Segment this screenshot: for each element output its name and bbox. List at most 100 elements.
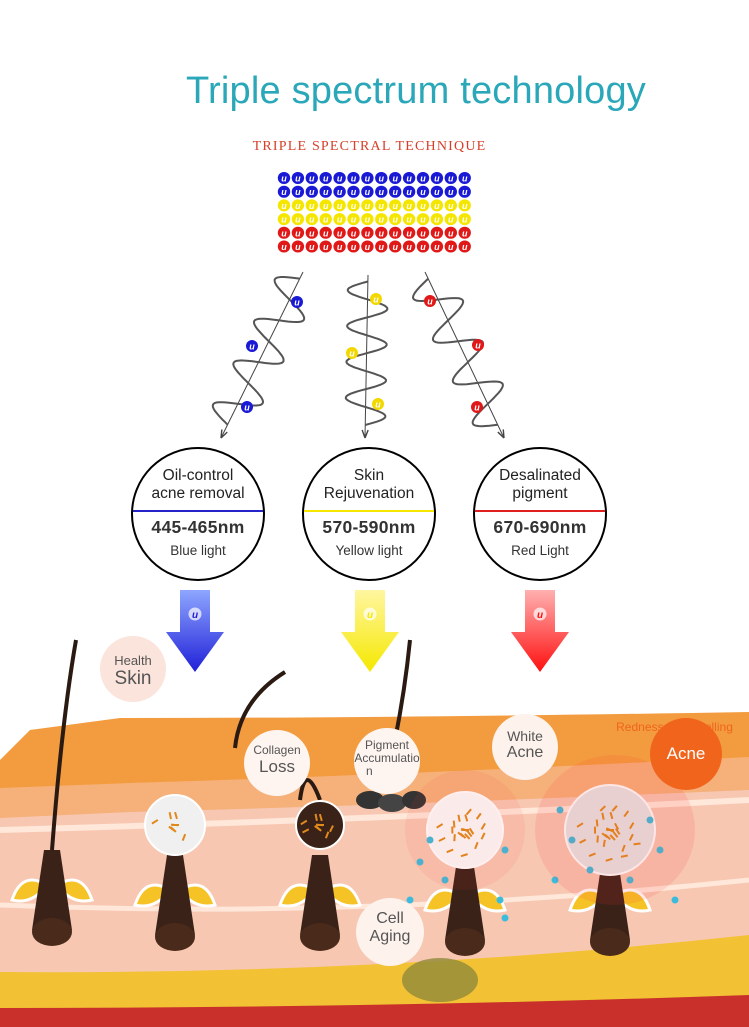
label-cell-aging: Cell Aging [356, 898, 424, 966]
chip-icon [277, 199, 291, 212]
svg-text:u: u [309, 242, 315, 252]
svg-text:u: u [420, 187, 426, 197]
svg-text:u: u [351, 174, 357, 184]
down-arrow-icon [166, 590, 224, 672]
chip-icon [347, 240, 360, 253]
label-white-acne: White Acne [492, 714, 558, 780]
svg-text:u: u [420, 215, 426, 225]
light-particle-icon [472, 339, 484, 351]
chip-icon [430, 240, 444, 253]
chip-icon [347, 226, 360, 239]
svg-text:u: u [295, 215, 301, 225]
light-name: Oil-control [162, 467, 234, 484]
svg-text:u: u [379, 187, 385, 197]
chip-icon [430, 185, 444, 198]
chip-icon [277, 185, 291, 198]
chip-icon [416, 185, 430, 198]
chip-icon [430, 226, 444, 239]
label-redness-acne: Acne [650, 718, 722, 790]
chip-icon [277, 226, 291, 239]
wavelength: 570-590nm [322, 517, 416, 537]
chip-icon [389, 226, 402, 239]
chip-icon [291, 199, 305, 212]
svg-text:u: u [337, 215, 343, 225]
chip-icon [389, 199, 402, 212]
chip-icon [444, 226, 457, 239]
chip-icon [277, 240, 291, 253]
svg-text:u: u [323, 215, 329, 225]
wavelength: 670-690nm [493, 517, 587, 537]
svg-text:u: u [323, 187, 329, 197]
svg-text:u: u [281, 215, 287, 225]
svg-text:u: u [392, 215, 398, 225]
chip-icon [347, 199, 360, 212]
light-particle-icon [471, 401, 483, 413]
svg-text:u: u [309, 201, 315, 211]
light-name: Desalinated [499, 467, 581, 484]
chip-icon [458, 226, 471, 239]
pigment-spots [356, 791, 426, 812]
svg-text:u: u [309, 228, 315, 238]
divider [133, 510, 263, 512]
svg-text:u: u [420, 242, 426, 252]
svg-text:u: u [365, 201, 371, 211]
label-redness-text: Redness and swelling [616, 720, 733, 734]
svg-text:u: u [281, 242, 287, 252]
chip-icon [305, 199, 318, 212]
svg-text:u: u [351, 242, 357, 252]
svg-text:u: u [392, 187, 398, 197]
chip-icon [361, 172, 374, 184]
svg-text:u: u [323, 228, 329, 238]
chip-icon [416, 226, 430, 239]
light-particle-icon [246, 340, 258, 352]
chip-icon [416, 199, 430, 212]
hair-follicles [10, 639, 695, 956]
label-health-skin: Health Skin [100, 636, 166, 702]
svg-text:u: u [434, 201, 440, 211]
chip-icon [402, 172, 416, 184]
svg-text:u: u [351, 187, 357, 197]
svg-text:u: u [295, 187, 301, 197]
chip-icon [361, 213, 374, 226]
chip-icon [361, 240, 374, 253]
light-particle-icon [291, 296, 303, 308]
chip-icon [305, 172, 318, 184]
svg-text:u: u [406, 201, 412, 211]
svg-text:u: u [309, 187, 315, 197]
chip-icon [347, 185, 360, 198]
svg-text:u: u [349, 349, 355, 359]
svg-text:u: u [379, 228, 385, 238]
svg-text:u: u [392, 228, 398, 238]
svg-text:u: u [281, 228, 287, 238]
chip-icon [458, 172, 471, 184]
svg-text:u: u [420, 174, 426, 184]
chip-icon [444, 240, 457, 253]
chip-icon [291, 185, 305, 198]
svg-text:u: u [295, 201, 301, 211]
chip-icon [305, 240, 318, 253]
chip-icon [375, 226, 388, 239]
svg-text:u: u [351, 215, 357, 225]
chip-icon [319, 185, 332, 198]
svg-text:u: u [420, 228, 426, 238]
svg-text:u: u [337, 174, 343, 184]
svg-text:u: u [448, 215, 454, 225]
svg-text:u: u [392, 174, 398, 184]
svg-text:u: u [281, 174, 287, 184]
chip-icon [402, 213, 416, 226]
svg-text:u: u [295, 174, 301, 184]
svg-text:u: u [462, 242, 468, 252]
chip-icon [333, 185, 346, 198]
light-particle-icon [424, 295, 436, 307]
svg-text:u: u [406, 187, 412, 197]
svg-text:u: u [448, 242, 454, 252]
chip-icon [277, 172, 291, 184]
chip-icon [319, 240, 332, 253]
svg-text:u: u [537, 610, 543, 621]
light-particle-icon [241, 401, 253, 413]
chip-icon [305, 213, 318, 226]
